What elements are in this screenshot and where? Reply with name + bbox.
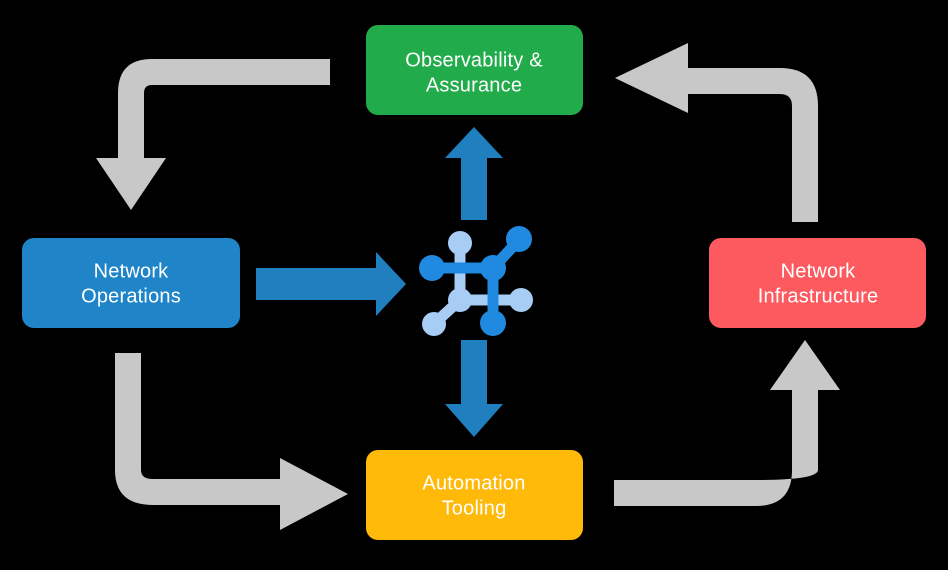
gray-arrow-infrastructure-to-observability: [615, 43, 818, 222]
blue-arrow-operations-to-center: [256, 252, 406, 316]
blue-arrow-center-to-automation: [445, 340, 503, 437]
node-network-infrastructure-label-line1: Network: [781, 260, 857, 282]
node-automation-tooling-label-line2: Tooling: [442, 497, 507, 519]
gray-arrow-automation-to-infrastructure: [614, 340, 840, 506]
node-observability-assurance-box[interactable]: [366, 25, 583, 115]
node-network-operations-box[interactable]: [22, 238, 240, 328]
node-observability-assurance-label-line1: Observability &: [405, 49, 543, 71]
node-automation-tooling-box[interactable]: [366, 450, 583, 540]
node-automation-tooling[interactable]: Automation Tooling: [366, 450, 583, 540]
blue-arrow-center-to-observability: [445, 127, 503, 220]
node-observability-assurance[interactable]: Observability & Assurance: [366, 25, 583, 115]
node-network-operations-label-line2: Operations: [81, 285, 181, 307]
node-network-operations-label-line1: Network: [94, 260, 170, 282]
gray-arrow-observability-to-operations: [96, 59, 330, 210]
node-network-infrastructure-label-line2: Infrastructure: [758, 285, 879, 307]
node-automation-tooling-label-line1: Automation: [422, 472, 525, 494]
node-network-infrastructure-box[interactable]: [709, 238, 926, 328]
network-topology-icon: [419, 226, 533, 336]
node-observability-assurance-label-line2: Assurance: [426, 74, 522, 96]
node-network-operations[interactable]: Network Operations: [22, 238, 240, 328]
node-network-infrastructure[interactable]: Network Infrastructure: [709, 238, 926, 328]
gray-arrow-operations-to-automation: [115, 353, 348, 530]
